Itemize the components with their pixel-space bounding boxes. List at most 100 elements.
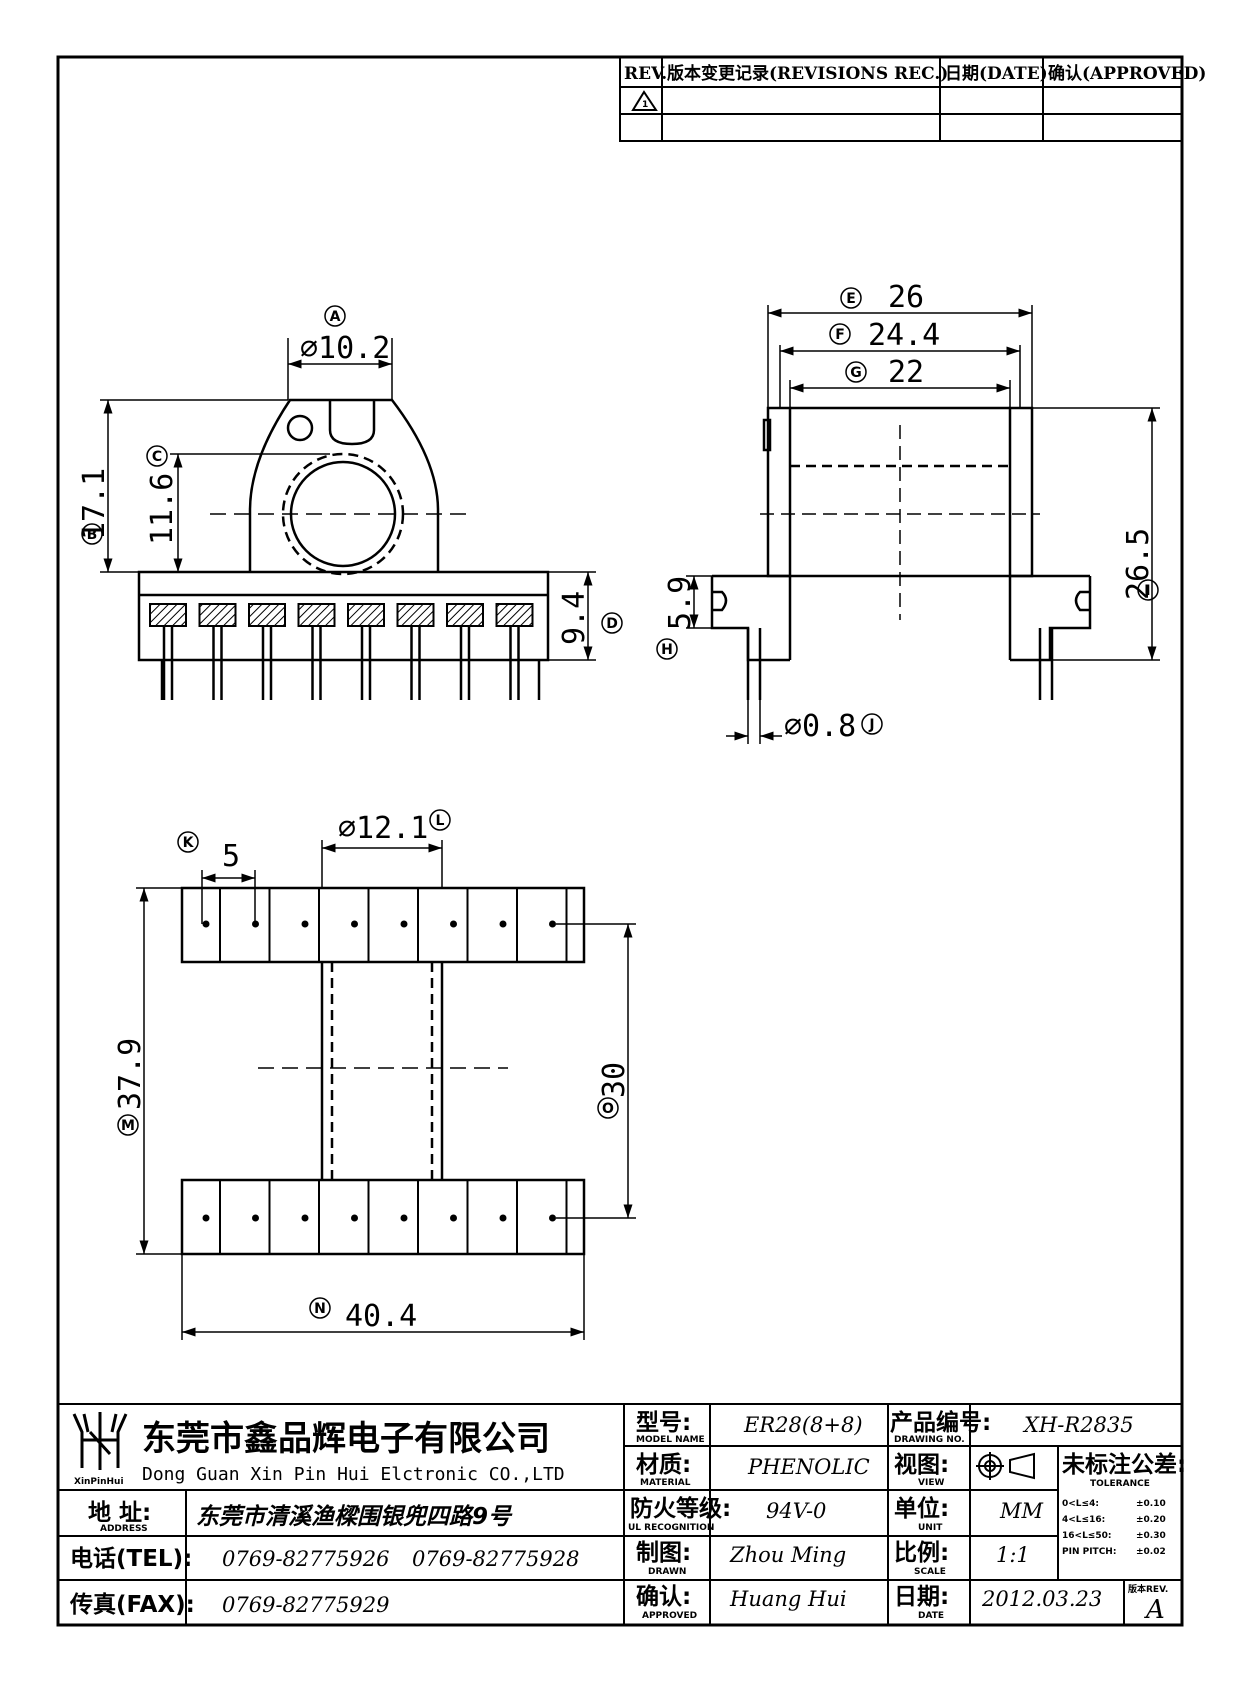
marker-h: H: [656, 638, 678, 660]
unit-label-en: UNIT: [918, 1523, 943, 1533]
dim-h-value: 5.9: [663, 576, 698, 630]
marker-f: F: [829, 323, 851, 345]
bottom-pin-hole: [202, 920, 210, 928]
front-view-pins: [162, 626, 520, 700]
marker-circle: [117, 1114, 139, 1136]
tolerance-range: PIN PITCH:: [1062, 1547, 1116, 1557]
title-block-lines: [58, 1403, 1182, 1625]
bottom-pin-hole: [202, 1214, 210, 1222]
tel-2: 0769-82775928: [412, 1547, 579, 1571]
company-name-en: Dong Guan Xin Pin Hui Elctronic CO.,LTD: [142, 1464, 565, 1485]
marker-circle: [177, 831, 199, 853]
flame-label-en: UL RECOGNITION: [628, 1523, 714, 1533]
revisions-header: 版本变更记录(REVISIONS REC.): [667, 63, 948, 84]
projection-symbol-icon: [976, 1452, 1035, 1480]
bottom-pin-hole: [450, 920, 457, 928]
marker-c: C: [146, 445, 168, 467]
front-slot: [347, 603, 385, 627]
front-slot: [198, 603, 237, 627]
marker-circle: [840, 287, 862, 309]
front-slot: [446, 603, 484, 627]
model-value: ER28(8+8): [743, 1413, 863, 1437]
date-value: 2012.03.23: [981, 1587, 1102, 1611]
marker-j: J: [861, 713, 883, 735]
front-dim-lines: [100, 338, 596, 661]
bottom-pin-hole: [301, 1214, 309, 1222]
marker-circle: [829, 323, 851, 345]
bottom-pin-hole: [549, 1214, 556, 1222]
dim-c-value: 11.6: [145, 473, 180, 545]
unit-label: 单位:: [894, 1495, 949, 1522]
model-label: 型号:: [636, 1410, 691, 1436]
marker-l: L: [429, 809, 451, 831]
approved-label: 确认:: [636, 1584, 691, 1610]
dim-e-value: 26: [888, 280, 924, 315]
address-label-en: ADDRESS: [100, 1524, 148, 1534]
marker-letter: C: [152, 449, 162, 465]
marker-letter: K: [183, 835, 195, 851]
dim-n-value: 40.4: [345, 1299, 417, 1334]
bottom-pin-hole: [351, 1214, 358, 1222]
marker-circle: [601, 612, 623, 634]
bottom-pin-hole: [301, 920, 309, 928]
marker-letter: F: [835, 327, 845, 343]
company-logo: XinPinHui: [72, 1412, 128, 1487]
tolerance-label: 未标注公差:: [1062, 1451, 1186, 1478]
marker-circle: [597, 1097, 619, 1119]
date-label-en: DATE: [918, 1611, 944, 1621]
front-slot: [396, 603, 435, 627]
marker-circle: [81, 523, 103, 545]
svg-text:1: 1: [642, 100, 648, 110]
dim-d-value: 9.4: [557, 591, 592, 645]
bottom-view: [180, 886, 586, 1256]
marker-circle: [324, 305, 346, 327]
marker-circle: [656, 638, 678, 660]
front-view: [137, 398, 550, 700]
bottom-bottom-pins: [202, 1180, 568, 1254]
svg-text:XinPinHui: XinPinHui: [74, 1477, 124, 1487]
address-value: 东莞市清溪渔樑围银兜四路9号: [196, 1503, 513, 1530]
tolerance-label-en: TOLERANCE: [1090, 1479, 1150, 1489]
material-label: 材质:: [636, 1452, 691, 1478]
tolerance-value: ±0.30: [1136, 1531, 1166, 1541]
marker-g: G: [845, 361, 867, 383]
marker-letter: L: [436, 813, 445, 829]
view-label-en: VIEW: [918, 1478, 944, 1488]
marker-k: K: [177, 831, 199, 853]
date-label: 日期:: [894, 1584, 949, 1610]
material-value: PHENOLIC: [747, 1455, 870, 1479]
dim-o-value: 30: [597, 1062, 632, 1098]
tolerance-value: ±0.20: [1136, 1515, 1166, 1525]
marker-letter: O: [602, 1101, 614, 1117]
flame-label: 防火等级:: [630, 1495, 731, 1522]
tolerance-range: 4<L≤16:: [1062, 1515, 1105, 1525]
flame-value: 94V-0: [766, 1499, 826, 1523]
front-slot: [297, 603, 336, 627]
dim-g-value: 22: [888, 355, 924, 390]
marker-d: D: [601, 612, 623, 634]
bottom-top-pins: [202, 888, 568, 962]
version-label: 版本REV.: [1127, 1583, 1168, 1595]
tolerance-value: ±0.10: [1136, 1499, 1166, 1509]
approved-label-en: APPROVED: [642, 1611, 697, 1621]
scale-label-en: SCALE: [914, 1567, 946, 1577]
bottom-pin-hole: [450, 1214, 457, 1222]
revision-table: [619, 56, 1183, 142]
scale-label: 比例:: [894, 1540, 949, 1566]
dim-f-value: 24.4: [868, 318, 940, 353]
tolerance-range: 0<L≤4:: [1062, 1499, 1099, 1509]
bottom-pin-hole: [499, 920, 507, 928]
drawn-label: 制图:: [636, 1540, 691, 1566]
marker-letter: H: [661, 642, 673, 658]
side-dim-lines: [686, 305, 1160, 744]
tolerance-value: ±0.02: [1136, 1547, 1166, 1557]
drawing-no-label: 产品编号:: [890, 1409, 991, 1436]
marker-letter: M: [121, 1118, 135, 1134]
approved-header: 确认(APPROVED): [1048, 63, 1206, 84]
dim-k-value: 5: [222, 839, 240, 874]
rev-header: REV.: [624, 64, 667, 84]
marker-letter: G: [850, 365, 862, 381]
front-slot: [248, 603, 286, 627]
marker-letter: A: [330, 309, 341, 325]
